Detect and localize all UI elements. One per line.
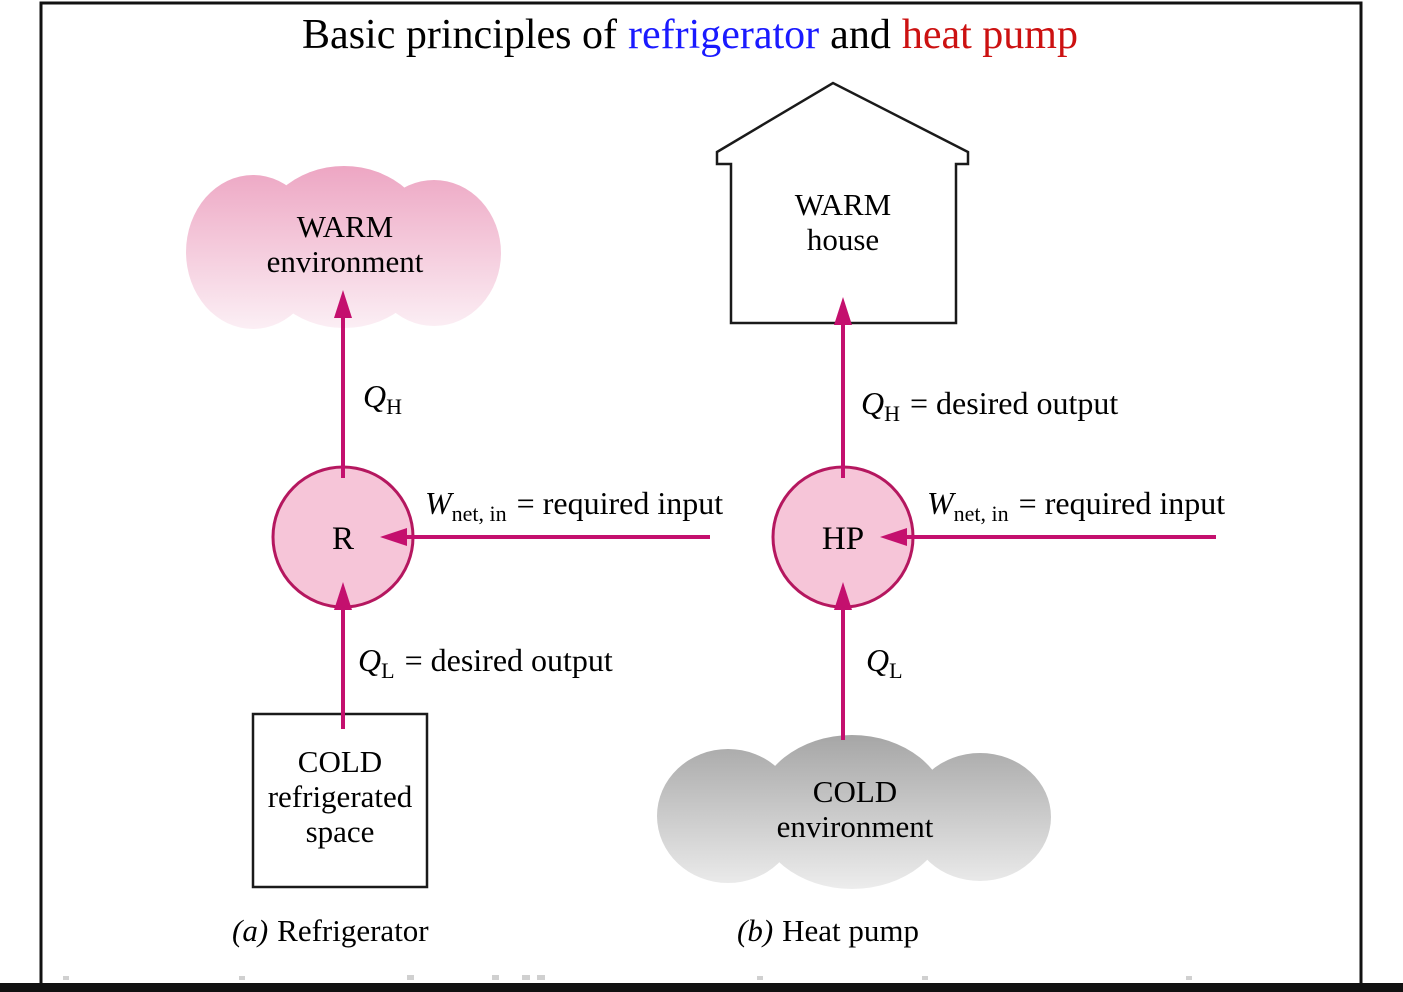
caption-b-text: Heat pump [782,913,919,948]
ql-subscript: L [381,658,394,683]
qh-arrow-head [334,290,352,318]
ql-symbol: Q [866,642,889,678]
cold-environment-cloud: COLD environment [657,735,1051,889]
caption-b-index: (b) [737,913,773,948]
work-arrow-head [380,528,407,546]
w-symbol: W [425,485,455,521]
warm-house: WARM house [715,81,970,325]
refrigerator-diagram: WARM environment COLD refrigerated space… [186,166,723,948]
cold-space-line3: space [306,814,375,849]
qh-equation-text: = desired output [910,385,1118,421]
frame-bottom-bar [0,983,1403,992]
cold-environment-line2: environment [777,809,934,844]
w-symbol: W [927,485,957,521]
work-label-heat-pump: Wnet, in = required input [927,485,1225,526]
ql-arrow-refrigerator [334,582,352,729]
qh-label-heat-pump: QH = desired output [861,385,1118,426]
qh-symbol: Q [861,385,884,421]
frame-border [39,1,1363,988]
work-arrow-heat-pump [880,528,1216,546]
w-equation-text: = required input [1019,485,1226,521]
qh-arrow-refrigerator [334,290,352,478]
ql-equation-text: = desired output [405,642,613,678]
work-label-refrigerator: Wnet, in = required input [425,485,723,526]
qh-symbol: Q [363,378,386,414]
ql-arrow-head [834,582,852,610]
caption-heat-pump: (b) Heat pump [737,913,919,948]
cloud-blob-right [367,180,501,326]
ql-label-heat-pump: QL [866,642,903,683]
ql-arrow-head [334,582,352,610]
cold-space-box: COLD refrigerated space [251,712,429,889]
work-arrow-refrigerator [380,528,710,546]
heat-pump-diagram: WARM house COLD environment HP QH= desir… [657,81,1225,948]
warm-environment-line1: WARM [297,209,393,244]
warm-house-line2: house [807,222,879,257]
ql-label-refrigerator: QL = desired output [358,642,613,683]
warm-environment-cloud: WARM environment [186,166,501,329]
heat-pump-node-label: HP [822,521,864,557]
cold-space-rect [251,712,429,889]
w-equation-text: = required input [517,485,724,521]
qh-label-refrigerator: QH [363,378,402,419]
ql-arrow-heat-pump [834,582,852,740]
cold-space-line1: COLD [298,744,382,779]
cold-environment-line1: COLD [813,774,897,809]
cold-space-line2: refrigerated [268,779,413,814]
qh-arrow-heat-pump [834,297,852,478]
caption-a-text: Refrigerator [277,913,429,948]
qh-subscript: H [386,394,402,419]
gray-cloud-blob-right [909,753,1051,881]
title-refrigerator-word: refrigerator [628,12,819,58]
qh-arrow-head [834,297,852,325]
gray-cloud-blob-center [756,735,948,889]
ql-symbol: Q [358,642,381,678]
title-prefix: Basic principles of [302,12,617,58]
refrigerator-node-label: R [332,521,354,557]
w-subscript: net, in [452,501,507,526]
house-shape [715,81,970,325]
warm-environment-line2: environment [267,244,424,279]
work-arrow-head [880,528,907,546]
title-heat-pump-word: heat pump [902,12,1078,58]
ql-subscript: L [889,658,902,683]
caption-refrigerator: (a) Refrigerator [232,913,429,948]
title-conjunction: and [830,12,891,58]
w-subscript: net, in [954,501,1009,526]
cutoff-text-remnants [63,975,1192,980]
warm-house-line1: WARM [795,187,891,222]
qh-subscript: H [884,401,900,426]
caption-a-index: (a) [232,913,268,948]
